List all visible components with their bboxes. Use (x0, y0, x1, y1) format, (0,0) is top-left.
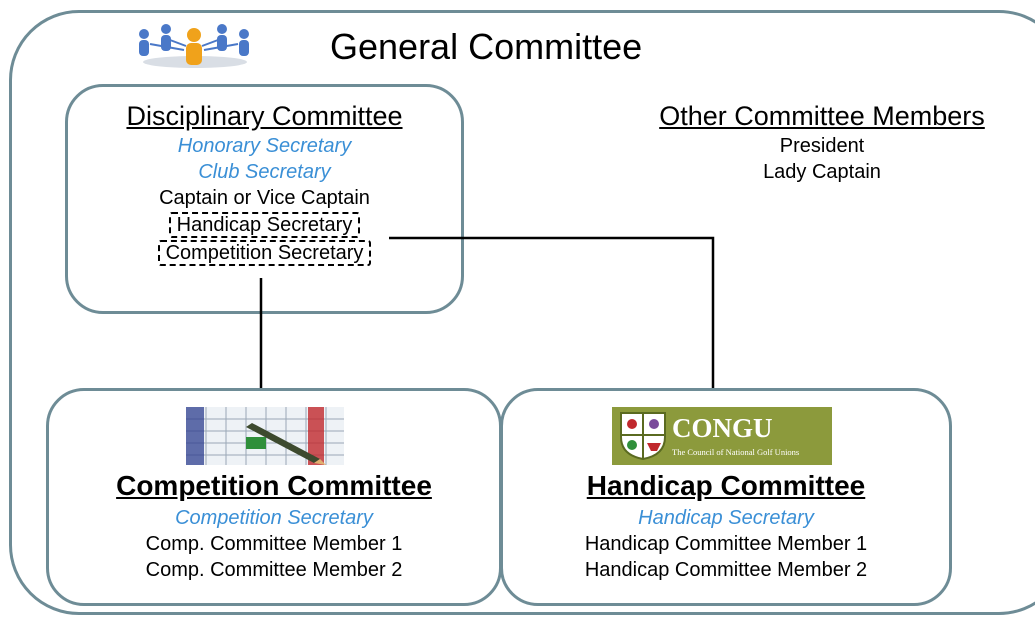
linked-handicap-secretary: Handicap Secretary (168, 212, 361, 238)
other-committee-members: Other Committee Members President Lady C… (612, 99, 1032, 185)
competition-committee-title: Competition Committee (116, 470, 432, 501)
congu-logo-name: CONGU (672, 413, 773, 443)
competition-committee-content: Competition Committee Competition Secret… (46, 467, 502, 583)
congu-shield-icon (620, 412, 666, 461)
general-committee-title: General Committee (330, 26, 643, 67)
handicap-committee-content: Handicap Committee Handicap Secretary Ha… (500, 467, 952, 583)
people-network-icon (139, 24, 249, 68)
role-honorary-secretary: Honorary Secretary (177, 135, 352, 157)
handicap-committee-title: Handicap Committee (586, 470, 866, 501)
disciplinary-committee-content: Disciplinary Committee Honorary Secretar… (65, 99, 464, 267)
other-committee-title: Other Committee Members (659, 101, 985, 131)
role-handicap-secretary: Handicap Secretary (638, 507, 814, 529)
comp-member-1: Comp. Committee Member 1 (145, 533, 403, 555)
role-club-secretary: Club Secretary (198, 161, 331, 183)
member-captain: Captain or Vice Captain (159, 187, 370, 209)
congu-logo-icon: CONGU The Council of National Golf Union… (612, 407, 832, 465)
role-competition-secretary: Competition Secretary (175, 507, 373, 529)
comp-member-2: Comp. Committee Member 2 (145, 559, 403, 581)
congu-logo-subtitle: The Council of National Golf Unions (672, 447, 800, 457)
linked-competition-secretary: Competition Secretary (157, 240, 372, 266)
scorecard-pencil-icon (186, 407, 344, 465)
handicap-member-1: Handicap Committee Member 1 (584, 533, 868, 555)
disciplinary-committee-title: Disciplinary Committee (126, 101, 403, 131)
member-lady-captain: Lady Captain (763, 161, 881, 183)
handicap-member-2: Handicap Committee Member 2 (584, 559, 868, 581)
member-president: President (779, 135, 865, 157)
